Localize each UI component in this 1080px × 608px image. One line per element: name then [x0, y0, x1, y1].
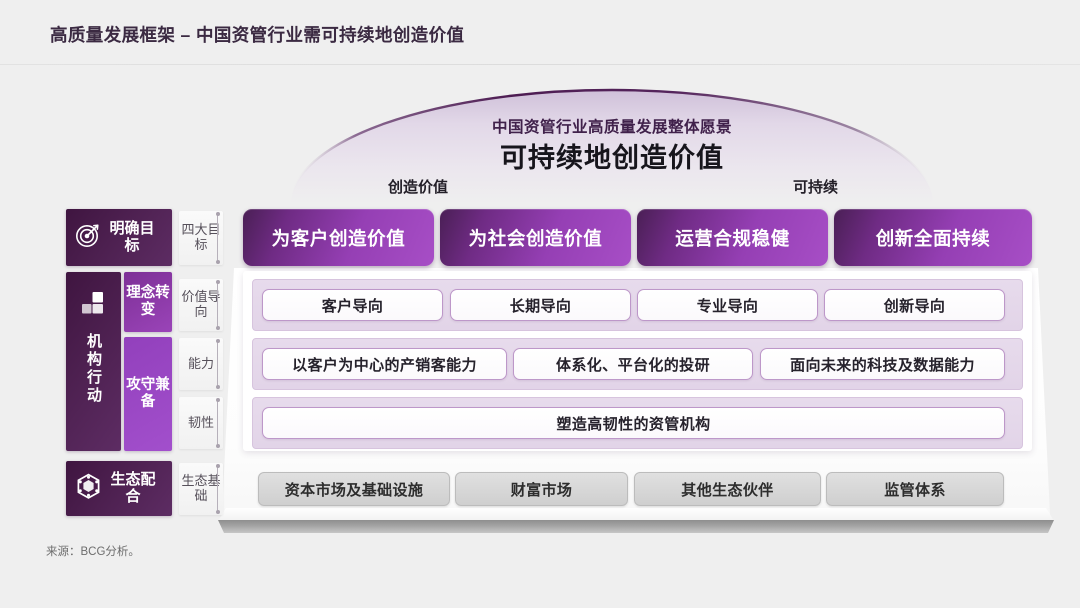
rail-sub-offense-defense[interactable]: 攻守兼备 — [124, 337, 172, 451]
ecosystem-label: 财富市场 — [510, 481, 573, 499]
goal-box-4[interactable]: 创新全面持续 — [834, 209, 1032, 266]
source-note: 来源：BCG分析。 — [46, 546, 140, 558]
value-orientation-box-1[interactable]: 客户导向 — [262, 289, 443, 321]
ecosystem-box-1[interactable]: 资本市场及基础设施 — [258, 472, 450, 506]
goal-label: 创新全面持续 — [875, 227, 991, 249]
value-orientation-label: 客户导向 — [321, 297, 384, 315]
title-divider — [0, 64, 1080, 65]
value-orientation-box-2[interactable]: 长期导向 — [450, 289, 631, 321]
resilience-box-1[interactable]: 塑造高韧性的资管机构 — [262, 407, 1005, 439]
measure-capability: 能力 — [179, 338, 223, 390]
ecosystem-label: 其他生态伙伴 — [681, 481, 774, 499]
goal-label: 为客户创造价值 — [271, 227, 406, 249]
dimension-line-5 — [215, 464, 220, 514]
measure-label: 韧性 — [187, 414, 214, 430]
measure-four-goals: 四大目标 — [179, 211, 223, 265]
rail-label-institution-action: 机构行动 — [85, 333, 102, 405]
rail-block-clear-goals[interactable]: 明确目标 — [66, 209, 172, 266]
dimension-line-4 — [215, 398, 220, 448]
goal-box-2[interactable]: 为社会创造价值 — [440, 209, 631, 266]
rail-block-institution-action[interactable]: 机构行动 — [66, 272, 121, 451]
rail-label-clear-goals: 明确目标 — [109, 219, 155, 254]
vision-headline: 可持续地创造价值 — [500, 143, 724, 173]
measure-eco-foundation: 生态基础 — [179, 463, 223, 515]
vision-right-label: 可持续 — [793, 179, 839, 196]
hexagon-icon — [75, 473, 102, 505]
ecosystem-box-2[interactable]: 财富市场 — [455, 472, 628, 506]
value-orientation-box-3[interactable]: 专业导向 — [637, 289, 818, 321]
pedestal-top-surface — [218, 508, 1054, 521]
measure-resilience: 韧性 — [179, 397, 223, 449]
rail-block-ecosystem[interactable]: 生态配合 — [66, 461, 172, 516]
resilience-label: 塑造高韧性的资管机构 — [556, 415, 711, 433]
measure-label: 生态基础 — [181, 473, 221, 503]
dimension-line-3 — [215, 339, 220, 389]
value-orientation-label: 专业导向 — [696, 297, 759, 315]
ecosystem-box-4[interactable]: 监管体系 — [826, 472, 1004, 506]
capability-box-2[interactable]: 体系化、平台化的投研 — [513, 348, 753, 380]
vision-left-label: 创造价值 — [388, 179, 449, 196]
value-orientation-label: 长期导向 — [509, 297, 572, 315]
value-orientation-box-4[interactable]: 创新导向 — [824, 289, 1005, 321]
capability-box-3[interactable]: 面向未来的科技及数据能力 — [760, 348, 1005, 380]
goal-box-3[interactable]: 运营合规稳健 — [637, 209, 828, 266]
rail-label-ecosystem: 生态配合 — [110, 470, 156, 505]
measure-label: 价值导向 — [181, 289, 221, 319]
dimension-line-1 — [215, 212, 220, 264]
vision-arch — [288, 88, 936, 204]
measure-label: 能力 — [187, 355, 214, 371]
vision-subtitle: 中国资管行业高质量发展整体愿景 — [491, 119, 732, 136]
measure-label: 四大目标 — [181, 222, 221, 252]
measure-value-orientation: 价值导向 — [179, 279, 223, 331]
capability-label: 体系化、平台化的投研 — [555, 356, 710, 374]
ecosystem-label: 监管体系 — [884, 481, 946, 499]
blocks-icon — [80, 290, 108, 321]
ecosystem-box-3[interactable]: 其他生态伙伴 — [634, 472, 821, 506]
capability-label: 以客户为中心的产销客能力 — [292, 356, 477, 374]
target-icon — [75, 222, 101, 253]
page-title: 高质量发展框架 – 中国资管行业需可持续地创造价值 — [50, 25, 465, 45]
dimension-line-2 — [215, 280, 220, 330]
capability-box-1[interactable]: 以客户为中心的产销客能力 — [262, 348, 507, 380]
goal-box-1[interactable]: 为客户创造价值 — [243, 209, 434, 266]
ecosystem-label: 资本市场及基础设施 — [284, 481, 424, 499]
goal-label: 为社会创造价值 — [468, 227, 603, 249]
capability-label: 面向未来的科技及数据能力 — [790, 356, 975, 374]
pedestal-front-face — [218, 520, 1054, 533]
value-orientation-label: 创新导向 — [883, 297, 946, 315]
rail-sub-label-concept-shift: 理念转变 — [126, 285, 170, 318]
rail-sub-concept-shift[interactable]: 理念转变 — [124, 272, 172, 332]
rail-sub-label-offense-defense: 攻守兼备 — [126, 377, 170, 410]
goal-label: 运营合规稳健 — [675, 227, 790, 249]
